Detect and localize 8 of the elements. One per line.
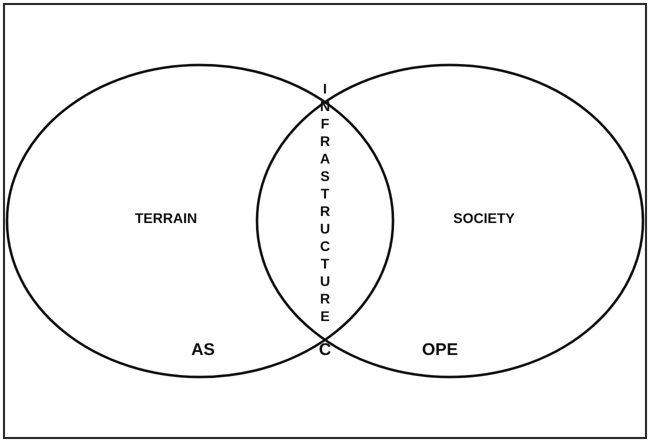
venn-circle bbox=[255, 63, 645, 379]
venn-circle bbox=[5, 63, 395, 379]
acronym-letter: C bbox=[318, 340, 332, 360]
circle-label: SOCIETY bbox=[453, 210, 515, 226]
circle-label: TERRAIN bbox=[134, 210, 198, 226]
overlap-label: INFRASTRUCTURE bbox=[318, 80, 332, 326]
acronym-letters: OPE bbox=[422, 340, 458, 360]
acronym-letters: AS bbox=[191, 340, 215, 360]
